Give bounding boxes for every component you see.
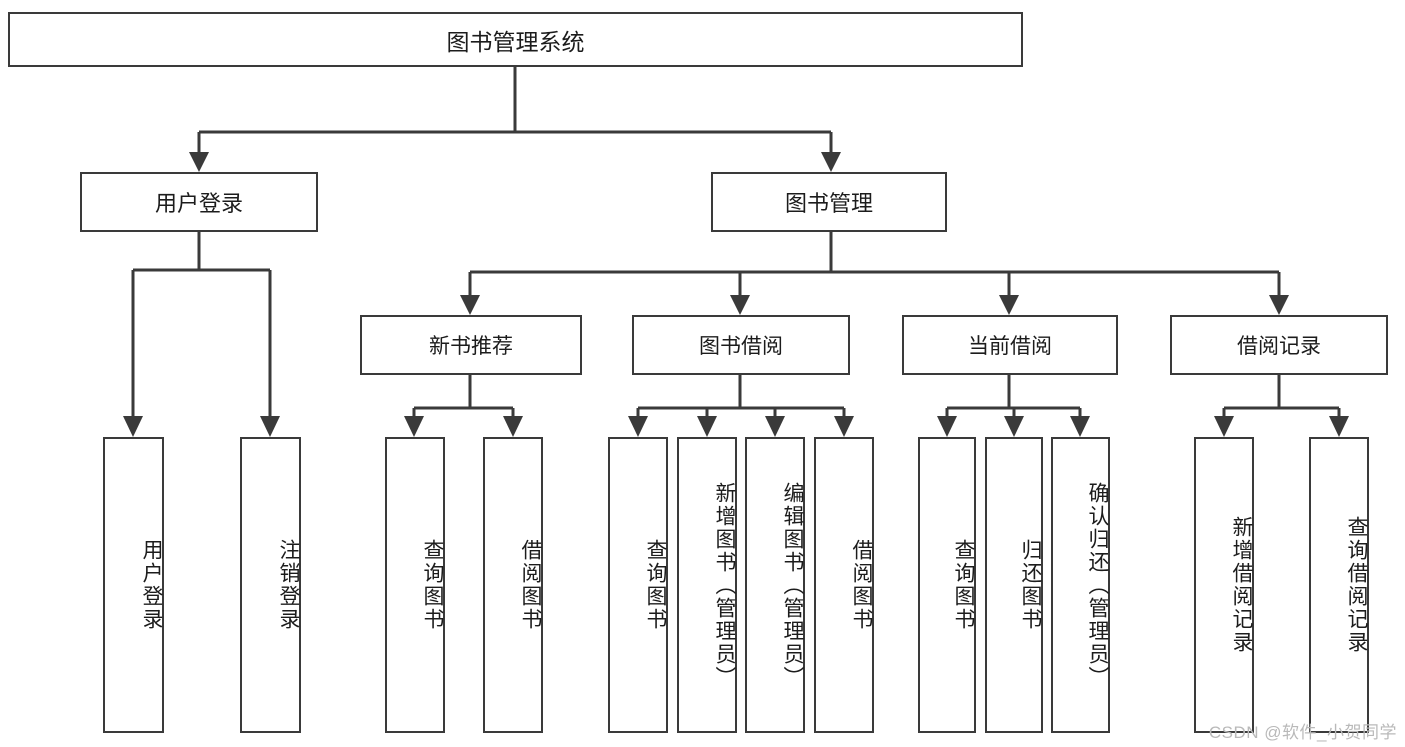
node-user-login[interactable]: 用户登录 — [80, 172, 318, 232]
arrow-to-book-manage — [821, 152, 841, 172]
node-root[interactable]: 图书管理系统 — [8, 12, 1023, 67]
watermark-text: CSDN @软件_小贺同学 — [1208, 723, 1397, 742]
node-leaf-query-book-1-label: 查询图书 — [421, 539, 444, 631]
node-borrow-record-label: 借阅记录 — [1237, 335, 1321, 358]
node-current-borrow[interactable]: 当前借阅 — [902, 315, 1118, 375]
arrow-to-current-borrow — [999, 295, 1019, 315]
node-leaf-query-book-2[interactable]: 查询图书 — [608, 437, 668, 733]
arrow-to-leaf-query-book-2 — [628, 416, 648, 437]
arrow-to-new-book-recommend — [460, 295, 480, 315]
node-leaf-borrow-book-1-label: 借阅图书 — [519, 539, 542, 631]
node-leaf-edit-book-label: 编辑图书（管理员） — [781, 481, 804, 689]
node-leaf-borrow-book-1[interactable]: 借阅图书 — [483, 437, 543, 733]
node-leaf-query-book-1[interactable]: 查询图书 — [385, 437, 445, 733]
node-leaf-logout-login[interactable]: 注销登录 — [240, 437, 301, 733]
arrow-to-leaf-borrow-book-1 — [503, 416, 523, 437]
node-leaf-add-record[interactable]: 新增借阅记录 — [1194, 437, 1254, 733]
node-leaf-query-book-2-label: 查询图书 — [644, 539, 667, 631]
arrow-to-leaf-add-book — [697, 416, 717, 437]
arrow-to-borrow-record — [1269, 295, 1289, 315]
node-leaf-add-book[interactable]: 新增图书（管理员） — [677, 437, 737, 733]
node-borrow-record[interactable]: 借阅记录 — [1170, 315, 1388, 375]
node-leaf-confirm-return-label: 确认归还（管理员） — [1086, 481, 1109, 689]
node-leaf-edit-book[interactable]: 编辑图书（管理员） — [745, 437, 805, 733]
node-book-manage[interactable]: 图书管理 — [711, 172, 947, 232]
node-book-borrow-label: 图书借阅 — [699, 335, 783, 358]
node-book-borrow[interactable]: 图书借阅 — [632, 315, 850, 375]
node-leaf-query-book-3-label: 查询图书 — [952, 539, 975, 631]
node-leaf-return-book[interactable]: 归还图书 — [985, 437, 1043, 733]
node-new-book-recommend-label: 新书推荐 — [429, 335, 513, 358]
node-leaf-query-book-3[interactable]: 查询图书 — [918, 437, 976, 733]
arrow-to-leaf-borrow-book-2 — [834, 416, 854, 437]
node-leaf-user-login-label: 用户登录 — [140, 539, 163, 631]
arrow-to-leaf-user-login — [123, 416, 143, 437]
node-book-manage-label: 图书管理 — [784, 191, 873, 216]
arrow-to-leaf-query-book-1 — [404, 416, 424, 437]
node-leaf-query-record-label: 查询借阅记录 — [1345, 516, 1368, 654]
node-leaf-logout-login-label: 注销登录 — [277, 539, 300, 631]
node-current-borrow-label: 当前借阅 — [968, 335, 1052, 358]
node-leaf-user-login[interactable]: 用户登录 — [103, 437, 164, 733]
arrow-to-leaf-query-record — [1329, 416, 1349, 437]
node-leaf-query-record[interactable]: 查询借阅记录 — [1309, 437, 1369, 733]
node-leaf-add-book-label: 新增图书（管理员） — [713, 481, 736, 689]
arrow-to-book-borrow — [730, 295, 750, 315]
arrow-to-leaf-logout-login — [260, 416, 280, 437]
node-root-label: 图书管理系统 — [446, 28, 585, 55]
arrow-to-user-login — [189, 152, 209, 172]
node-leaf-confirm-return[interactable]: 确认归还（管理员） — [1051, 437, 1110, 733]
arrow-to-leaf-add-record — [1214, 416, 1234, 437]
node-user-login-label: 用户登录 — [154, 191, 243, 216]
node-leaf-add-record-label: 新增借阅记录 — [1230, 516, 1253, 654]
node-new-book-recommend[interactable]: 新书推荐 — [360, 315, 582, 375]
node-leaf-return-book-label: 归还图书 — [1019, 539, 1042, 631]
arrow-to-leaf-return-book — [1004, 416, 1024, 437]
arrow-to-leaf-confirm-return — [1070, 416, 1090, 437]
arrow-to-leaf-edit-book — [765, 416, 785, 437]
arrow-to-leaf-query-book-3 — [937, 416, 957, 437]
node-leaf-borrow-book-2[interactable]: 借阅图书 — [814, 437, 874, 733]
node-leaf-borrow-book-2-label: 借阅图书 — [850, 539, 873, 631]
